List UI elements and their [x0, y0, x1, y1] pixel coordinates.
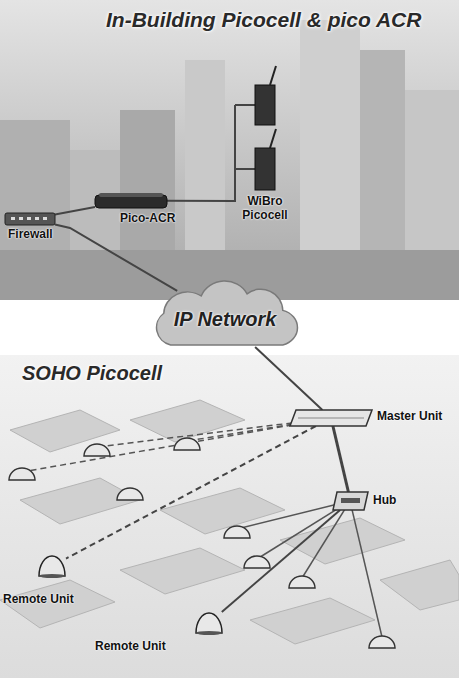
antenna: [270, 129, 276, 148]
dome-shape: [39, 556, 65, 576]
connector-line: [66, 426, 316, 559]
port: [35, 217, 39, 220]
port-row: [341, 498, 360, 503]
device-seam: [298, 418, 364, 419]
hub-device: Hub: [333, 492, 368, 510]
section-heading: SOHO Picocell: [22, 362, 162, 385]
cloud-shape: [157, 281, 298, 345]
block: [250, 598, 375, 644]
hub-outline: [333, 492, 368, 510]
remote-domes: [9, 438, 395, 648]
pico-acr-device: Pico-ACR: [95, 193, 167, 208]
remote-unit-dome: Remote Unit: [195, 612, 223, 634]
cable: [234, 105, 236, 169]
dome-base: [196, 631, 222, 635]
remote-unit-dome: Remote Unit: [38, 555, 66, 577]
dome-base: [39, 574, 65, 578]
dashed-link: [22, 418, 332, 472]
port: [19, 217, 23, 220]
node-label: Master Unit: [377, 410, 442, 424]
dome: [84, 444, 110, 456]
dome: [9, 468, 35, 480]
city-photo: [0, 0, 459, 300]
connector-line: [167, 169, 255, 201]
block: [160, 488, 285, 534]
port: [27, 217, 31, 220]
dome: [174, 438, 200, 450]
dome: [244, 556, 270, 568]
dome-shape: [196, 613, 222, 633]
connector-line: [55, 207, 95, 214]
device-body: [290, 410, 372, 426]
master-outline: [290, 410, 372, 426]
office-blocks: [0, 400, 459, 644]
node-label: Firewall: [8, 228, 53, 242]
acr-outline: [95, 193, 167, 208]
dome: [117, 488, 143, 500]
dome-outline: [38, 555, 66, 577]
dome-outline: [195, 612, 223, 634]
node-label: Hub: [373, 494, 396, 508]
block: [0, 580, 115, 628]
node-label: WiBro Picocell: [233, 195, 297, 223]
device-body: [5, 213, 55, 225]
cable: [350, 501, 382, 637]
port: [11, 217, 15, 220]
master-unit-device: Master Unit: [290, 410, 372, 426]
node-label: Remote Unit: [95, 640, 166, 654]
block: [20, 478, 140, 524]
antenna: [270, 66, 276, 85]
connector-line: [255, 347, 322, 410]
device-body: [333, 492, 368, 510]
connector-line: [55, 225, 177, 291]
dome: [289, 576, 315, 588]
network-cloud: IP Network: [140, 283, 310, 355]
dome: [224, 526, 250, 538]
buildings: [0, 20, 459, 300]
cable: [302, 501, 350, 578]
diagram-title: In-Building Picocell & pico ACR: [106, 8, 421, 32]
node-label: Remote Unit: [3, 593, 74, 607]
dome: [369, 636, 395, 648]
connector-line: [333, 426, 349, 492]
firewall-device: Firewall: [5, 213, 55, 225]
device-top: [99, 193, 163, 197]
unit-body: [255, 148, 275, 190]
block: [380, 560, 459, 610]
picocell-unit: [255, 85, 275, 125]
port: [43, 217, 47, 220]
box-outline: [255, 148, 275, 190]
connector-line: [222, 510, 340, 612]
cable: [235, 104, 255, 106]
links: [22, 418, 382, 637]
text-holder: IP Network: [140, 283, 310, 355]
picocell-unit: WiBro Picocell: [255, 148, 275, 190]
office-floor: [0, 355, 459, 678]
block: [280, 518, 405, 564]
node-label: IP Network: [174, 308, 277, 331]
block: [120, 548, 245, 594]
node-label: Pico-ACR: [120, 212, 175, 226]
fw-outline: [5, 213, 55, 225]
